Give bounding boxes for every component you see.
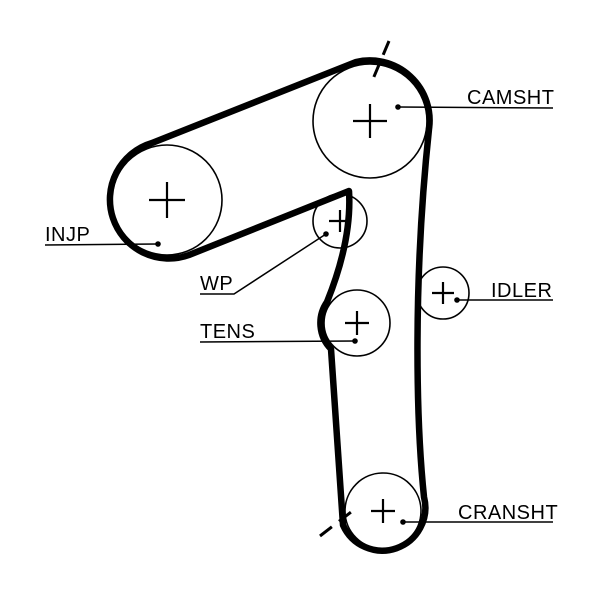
camsht-leader-line bbox=[397, 106, 554, 109]
cransht-label: CRANSHT bbox=[458, 502, 558, 524]
wp-center-cross bbox=[329, 210, 351, 232]
tens-pulley-circle bbox=[323, 289, 391, 357]
idler-callout: IDLER bbox=[454, 280, 553, 303]
tens-leader-line bbox=[199, 340, 356, 343]
timing-belt-path bbox=[106, 57, 433, 554]
tens-center-cross bbox=[345, 311, 369, 335]
camsht-center-cross bbox=[353, 104, 387, 138]
wp-callout: WP bbox=[200, 231, 329, 295]
cransht-callout: CRANSHT bbox=[400, 502, 558, 525]
tens-leader-dot bbox=[352, 338, 358, 344]
cransht-leader-dot bbox=[400, 519, 406, 525]
camsht-callout: CAMSHT bbox=[395, 87, 554, 110]
injp-leader-line bbox=[44, 243, 159, 246]
injp-label: INJP bbox=[45, 224, 90, 246]
wp-leader-line bbox=[200, 233, 327, 295]
cransht-timing-mark bbox=[319, 507, 356, 538]
wp-leader-dot bbox=[323, 231, 329, 237]
cransht-center-cross bbox=[371, 499, 395, 523]
idler-label: IDLER bbox=[491, 280, 552, 302]
injp-center-cross bbox=[149, 182, 185, 218]
tens-callout: TENS bbox=[199, 321, 358, 344]
injp-callout: INJP bbox=[44, 224, 161, 247]
camsht-label: CAMSHT bbox=[467, 87, 554, 109]
tens-label: TENS bbox=[200, 321, 255, 343]
camsht-leader-dot bbox=[395, 104, 401, 110]
camsht-timing-mark bbox=[371, 40, 391, 80]
injp-leader-dot bbox=[155, 241, 161, 247]
idler-center-cross bbox=[432, 282, 454, 304]
pulley-center-crosses bbox=[149, 104, 454, 523]
idler-leader-dot bbox=[454, 297, 460, 303]
wp-label: WP bbox=[200, 273, 233, 295]
